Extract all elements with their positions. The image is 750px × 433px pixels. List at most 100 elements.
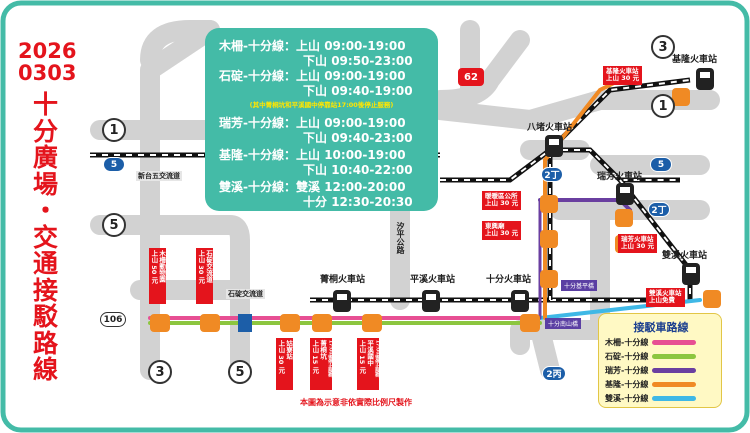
- stop-shiding-1: [200, 314, 220, 332]
- label-badu-station: 八堵火車站: [527, 123, 573, 133]
- schedule-row: 木柵-十分線：上山 09:00-19:00: [219, 39, 406, 53]
- label-pingxi-station: 平溪火車站: [410, 275, 456, 285]
- schedule-row: 石碇-十分線：上山 09:00-19:00: [219, 69, 406, 83]
- title-char: 十: [33, 90, 59, 119]
- fare-nuannuan: 暖暖區公所上山 30 元: [482, 191, 522, 210]
- title-char: ・: [33, 196, 59, 225]
- title-char: 場: [33, 169, 59, 199]
- legend-swatch: [652, 368, 697, 373]
- stop-c: [362, 314, 382, 332]
- legend-item: 雙溪-十分線: [605, 393, 697, 404]
- fare-muzha: 上山 50 元木柵動物園: [149, 248, 166, 304]
- fare-keelung: 基隆火車站上山 30 元: [603, 66, 643, 85]
- schedule-row: 下山 10:40-22:00: [303, 163, 413, 177]
- station-pingxi-icon: [422, 290, 440, 312]
- schedule-row: 下山 09:50-23:00: [303, 54, 413, 68]
- title-char: 線: [33, 355, 59, 384]
- schedule-note: (其中菁桐坑和平溪國中停靠站17:00後停止服務): [249, 101, 394, 109]
- title-char: 廣: [33, 143, 59, 172]
- label-shifen-station: 十分火車站: [486, 275, 532, 285]
- stop-shifen: [520, 314, 540, 332]
- road-shield-5-bottom: 5: [228, 360, 252, 384]
- stop-v1: [540, 195, 558, 213]
- label-ruifang-station: 瑞芳火車站: [597, 172, 643, 182]
- road-2b-down: [530, 320, 560, 380]
- station-jingtong-icon: [333, 290, 351, 312]
- stop-muzha: [150, 314, 170, 332]
- legend-item: 基隆-十分線: [605, 379, 697, 390]
- legend-item: 瑞芳-十分線: [605, 365, 697, 376]
- title-year: 2026: [18, 39, 77, 63]
- schedule-row: 基隆-十分線：上山 10:00-19:00: [219, 148, 406, 162]
- station-shifen-icon: [511, 290, 529, 312]
- label-shiding-interchange: 石碇交流道: [226, 289, 265, 299]
- road-5-left: [90, 215, 250, 380]
- fare-shuangxi: 雙溪火車站上山免費: [646, 288, 685, 307]
- legend-swatch: [652, 396, 697, 401]
- fare-station-a: 上山 30 元姑寮站: [276, 338, 293, 390]
- train-stations: [333, 68, 714, 312]
- title-char: 通: [33, 249, 59, 278]
- label-shifen-nanshan: 十分南山橋: [545, 318, 582, 329]
- title-char: 交: [33, 222, 59, 252]
- schedule-row: 雙溪-十分線：雙溪 12:00-20:00: [219, 180, 406, 194]
- route-legend: 接駁車路線 木柵-十分線 石碇-十分線 瑞芳-十分線 基隆-十分線 雙溪-十分線: [598, 313, 722, 408]
- stop-ruifang: [615, 209, 633, 227]
- road-shield-2b: 2丙: [542, 366, 566, 381]
- label-xintai-interchange: 新台五交流道: [136, 171, 182, 181]
- fare-shiding: 上山 30 元石碇交流道: [196, 248, 213, 304]
- station-keelung-icon: [696, 68, 714, 90]
- title-char: 分: [33, 116, 59, 146]
- title-char: 路: [33, 328, 59, 358]
- label-keelung-station: 基隆火車站: [672, 55, 718, 65]
- label-shifen-jiping: 十分基平橋: [561, 280, 598, 291]
- road-top-arc: [140, 20, 220, 70]
- road-shield-62: 62: [458, 68, 484, 86]
- label-jingtong-station: 菁桐火車站: [320, 275, 366, 285]
- station-ruifang-icon: [616, 183, 634, 205]
- road-shield-3-bottom: 3: [148, 360, 172, 384]
- station-badu-icon: [545, 135, 563, 157]
- title-char: 駁: [33, 302, 59, 331]
- legend-swatch: [652, 340, 697, 345]
- highway-shield-5-right: 5: [650, 157, 672, 172]
- title-date: 2026 0303: [18, 40, 76, 85]
- highway-shield-5-left: 5: [103, 157, 125, 172]
- legend-item: 石碇-十分線: [605, 351, 697, 362]
- label-shuangxi-station: 雙溪火車站: [662, 251, 708, 261]
- rail-east: [440, 147, 680, 183]
- road-shield-1-right: 1: [651, 94, 675, 118]
- schedule-row: 十分 12:30-20:30: [303, 195, 413, 209]
- schedule-row: 下山 09:40-19:00: [303, 84, 413, 98]
- stop-b: [312, 314, 332, 332]
- footnote: 本圖為示意非依實際比例尺製作: [300, 398, 412, 407]
- stop-shuangxi: [703, 290, 721, 308]
- label-shaping-road: 汐平公路: [396, 222, 405, 254]
- road-shield-106: 106: [100, 312, 126, 327]
- legend-item: 木柵-十分線: [605, 337, 697, 348]
- road-shield-2d-left: 2丁: [541, 167, 563, 182]
- title-vertical: 十 分 廣 場 ・ 交 通 接 駁 路 線: [33, 90, 59, 384]
- title-char: 接: [33, 275, 59, 305]
- legend-title: 接駁車路線: [633, 321, 689, 334]
- legend-swatch: [652, 354, 697, 359]
- station-shuangxi-icon: [682, 263, 700, 285]
- schedule-row: 瑞芳-十分線：上山 09:00-19:00: [219, 116, 406, 130]
- road-shield-2d-right: 2丁: [648, 202, 670, 217]
- fare-ruifang: 瑞芳火車站上山 30 元: [618, 234, 658, 253]
- stop-v2: [540, 230, 558, 248]
- stop-interchange: [238, 314, 252, 332]
- stop-a: [280, 314, 300, 332]
- schedule-panel: 木柵-十分線：上山 09:00-19:00 下山 09:50-23:00 石碇-…: [205, 28, 438, 211]
- road-shield-1-left: 1: [102, 118, 126, 142]
- schedule-row: 下山 09:40-23:00: [303, 131, 413, 145]
- fare-dongxing: 東興廟上山 30 元: [482, 221, 522, 240]
- title-monthday: 0303: [18, 61, 77, 86]
- road-shield-5-left: 5: [102, 213, 126, 237]
- stop-v3: [540, 270, 558, 288]
- legend-swatch: [652, 382, 697, 387]
- stop-keelung: [672, 88, 690, 106]
